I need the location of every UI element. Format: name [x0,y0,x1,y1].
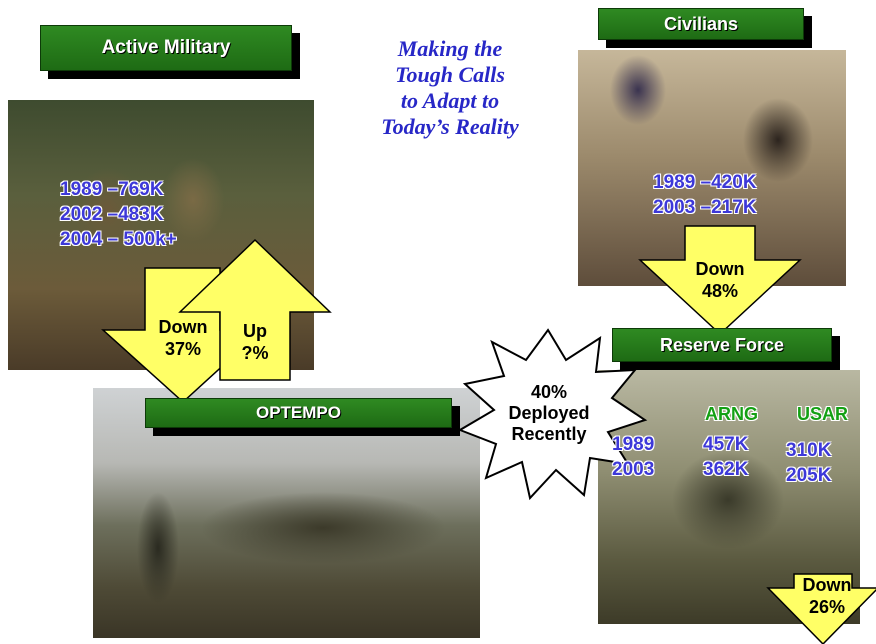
up-optempo-line-2: ?% [241,343,269,363]
active-military-stats: 1989 –769K 2002 –483K 2004 – 500k+ [60,177,177,252]
active-stat-2002: 2002 –483K [60,204,164,225]
reserve-usar-values: 310K 205K [786,438,831,488]
down-arrow-reserve-text: Down 26% [794,574,860,618]
starburst-line-2: Deployed [508,403,590,423]
active-military-banner: Active Military [40,25,292,71]
starburst-shape [457,328,648,501]
up-optempo-line-1: Up [243,321,267,341]
reserve-arng-2003: 362K [703,459,749,480]
civilians-banner: Civilians [598,8,804,40]
reserve-col-arng: ARNG [705,404,758,424]
headline-line-4: Today’s Reality [381,114,519,139]
down-arrow-civilians-text: Down 48% [680,258,760,302]
headline: Making the Tough Calls to Adapt to Today… [330,36,570,140]
down-active-line-1: Down [158,317,208,337]
active-military-label: Active Military [101,37,231,58]
reserve-year-2003: 2003 [612,459,655,480]
reserve-force-label: Reserve Force [659,335,785,355]
down-active-line-2: 37% [164,339,202,359]
reserve-arrow-line-1: Down [802,575,852,595]
down-arrow-active-text: Down 37% [145,316,221,360]
starburst-line-1: 40% [530,382,568,402]
reserve-usar-2003: 205K [786,465,832,486]
reserve-year-1989: 1989 [612,434,655,455]
reserve-years: 1989 2003 [612,432,654,482]
reserve-arng-1989: 457K [703,434,749,455]
civilians-arrow-line-1: Down [695,259,745,279]
civilians-label: Civilians [663,14,739,34]
starburst-text: 40% Deployed Recently [494,382,604,445]
starburst-line-3: Recently [511,424,587,444]
reserve-arng-values: 457K 362K [703,432,748,482]
headline-line-2: Tough Calls [395,62,505,87]
up-arrow-optempo-text: Up ?% [222,320,288,364]
active-stat-2004: 2004 – 500k+ [60,229,177,250]
headline-line-1: Making the [397,36,503,61]
optempo-banner: OPTEMPO [145,398,452,428]
up-arrow-optempo [178,238,332,381]
down-arrow-civilians [638,225,802,336]
down-arrow-reserve [766,573,876,644]
optempo-tank-photo [93,388,480,638]
civilians-arrow-line-2: 48% [701,281,739,301]
active-stat-1989: 1989 –769K [60,179,164,200]
reserve-force-banner: Reserve Force [612,328,832,362]
civilians-stats: 1989 –420K 2003 –217K [653,170,757,220]
reserve-arrow-line-2: 26% [808,597,846,617]
civilians-stat-2003: 2003 –217K [653,197,757,218]
civilians-stat-1989: 1989 –420K [653,172,757,193]
reserve-usar-1989: 310K [786,440,832,461]
optempo-label: OPTEMPO [255,403,341,422]
headline-line-3: to Adapt to [400,88,500,113]
reserve-col-usar: USAR [797,404,849,424]
